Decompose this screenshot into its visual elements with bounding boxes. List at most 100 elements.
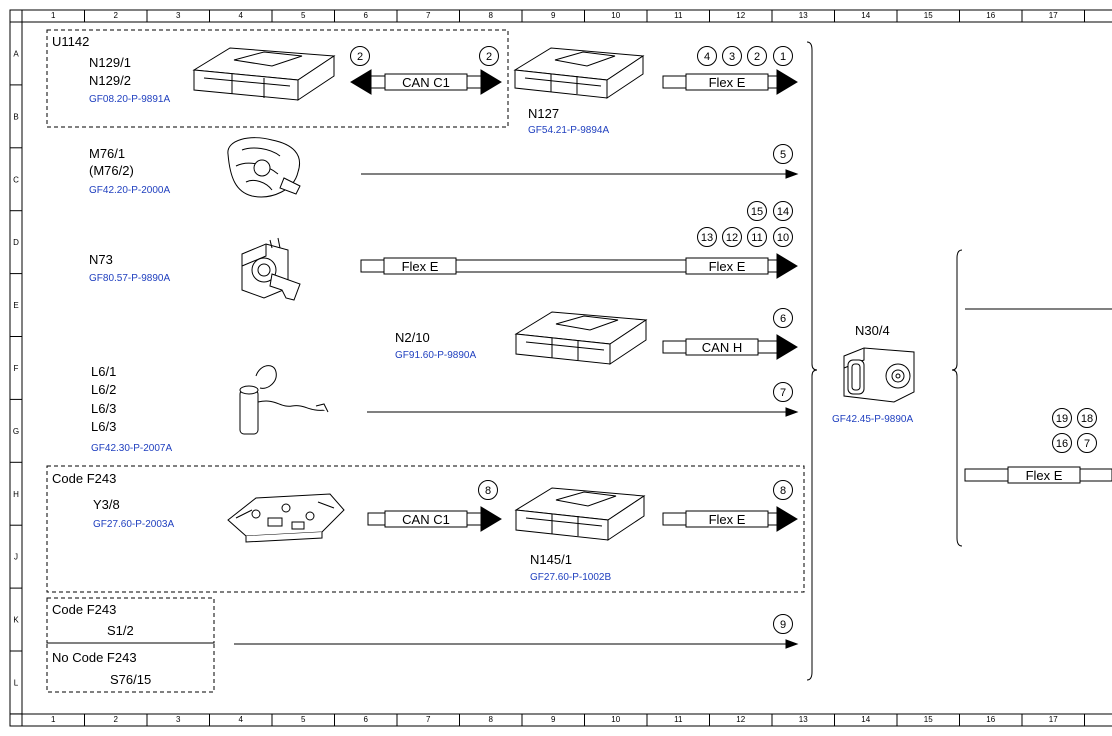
- signal-number-circle: [1052, 433, 1072, 453]
- arrowhead: [785, 407, 799, 417]
- component-name: N129/1: [89, 55, 131, 70]
- signal-number: 12: [726, 232, 738, 244]
- signal-number-circle: [479, 46, 499, 66]
- signal-number: 5: [780, 149, 786, 161]
- grid-row-label: B: [13, 112, 18, 121]
- grid-column-label: 8: [489, 11, 494, 20]
- u1142-label: U1142: [52, 34, 89, 49]
- u1142-box: [46, 29, 509, 128]
- signal-lines: [234, 169, 1112, 649]
- no-code-f243-label: No Code F243: [52, 650, 137, 665]
- bus-label: CAN C1: [402, 75, 450, 90]
- signal-number-circle: [722, 227, 742, 247]
- sensor-illustration-l6: [239, 365, 329, 435]
- grid-row-label: J: [14, 553, 18, 562]
- signal-number: 2: [486, 51, 492, 63]
- grid-column-label: 4: [239, 715, 244, 724]
- signal-number-circle: [697, 227, 717, 247]
- bus-label: Flex E: [709, 259, 746, 274]
- bus-label: Flex E: [709, 75, 746, 90]
- component-name: N145/1: [530, 552, 572, 567]
- signal-number: 16: [1056, 438, 1068, 450]
- grid-column-label: 2: [114, 715, 119, 724]
- signal-number: 8: [485, 485, 491, 497]
- grid-column-label: 11: [674, 11, 683, 20]
- component-n145-1: N145/1 GF27.60-P-1002B: [530, 552, 611, 583]
- ecu-illustration-n145-1: [514, 487, 646, 541]
- signal-number-circle: [1052, 408, 1072, 428]
- component-ref: GF08.20-P-9891A: [89, 94, 170, 105]
- signal-number: 10: [777, 232, 789, 244]
- group-boxes: [46, 29, 805, 693]
- grid-column-label: 9: [551, 11, 556, 20]
- component-n30-4: N30/4 GF42.45-P-9890A: [832, 323, 913, 425]
- valve-body-illustration-y3-8: [227, 493, 345, 543]
- grid-column-label: 6: [364, 715, 369, 724]
- grid-row-label: E: [13, 301, 18, 310]
- signal-number: 3: [729, 51, 735, 63]
- grid-column-label: 16: [986, 715, 995, 724]
- grid-row-label: H: [13, 490, 19, 499]
- grid-row-label: K: [13, 616, 19, 625]
- signal-number: 19: [1056, 413, 1068, 425]
- component-n127: N127 GF54.21-P-9894A: [528, 106, 609, 136]
- component-ref: GF42.20-P-2000A: [89, 185, 170, 196]
- brace-right: [951, 249, 963, 547]
- grid-column-label: 11: [674, 715, 683, 724]
- signal-number-circle: [350, 46, 370, 66]
- grid-column-label: 17: [1049, 715, 1058, 724]
- component-ref: GF91.60-P-9890A: [395, 350, 476, 361]
- brace-left: [806, 41, 818, 681]
- grid-row-label: D: [13, 238, 19, 247]
- signal-number: 6: [780, 313, 786, 325]
- bus-label: Flex E: [402, 259, 439, 274]
- grid-row-label: G: [13, 427, 19, 436]
- signal-number-circle: [773, 480, 793, 500]
- grid-column-label: 3: [176, 11, 181, 20]
- grid-column-label: 13: [799, 11, 808, 20]
- grid-column-label: 2: [114, 11, 119, 20]
- component-name: N30/4: [855, 323, 890, 338]
- grid-column-label: 13: [799, 715, 808, 724]
- signal-number-circle: [773, 614, 793, 634]
- grid-column-label: 7: [426, 11, 431, 20]
- bus-can-c1-h: [367, 506, 502, 532]
- ecu-illustration-n127: [513, 47, 645, 99]
- grid-column-label: 4: [239, 11, 244, 20]
- ignition-switch-illustration-n73: [241, 237, 301, 301]
- component-l6: L6/1 L6/2 L6/3 L6/3 GF42.30-P-2007A: [91, 364, 172, 454]
- component-m76: M76/1 (M76/2) GF42.20-P-2000A: [89, 146, 170, 196]
- component-name: Y3/8: [93, 497, 120, 512]
- component-name: N127: [528, 106, 559, 121]
- grid-column-label: 10: [611, 11, 620, 20]
- bus-flex-e-d: [360, 253, 798, 279]
- module-illustration-n30-4: [843, 347, 915, 403]
- signal-number: 14: [777, 206, 789, 218]
- signal-number-circle: [773, 144, 793, 164]
- signal-number-circle: [773, 227, 793, 247]
- bus-arrows: [350, 69, 1112, 532]
- grid-row-label: C: [13, 175, 19, 184]
- component-name: N129/2: [89, 73, 131, 88]
- signal-number-circle: [722, 46, 742, 66]
- grid-column-label: 17: [1049, 11, 1058, 20]
- ecu-illustration-n2-10: [514, 311, 648, 365]
- grid-column-label: 12: [736, 715, 745, 724]
- component-ref: GF54.21-P-9894A: [528, 125, 609, 136]
- component-n129: N129/1 N129/2 GF08.20-P-9891A: [89, 55, 170, 105]
- signal-number-circle: [773, 46, 793, 66]
- grid-column-label: 5: [301, 11, 306, 20]
- component-name: L6/3: [91, 419, 116, 434]
- component-ref: GF42.30-P-2007A: [91, 443, 172, 454]
- grid-column-label: 3: [176, 715, 181, 724]
- signal-number: 18: [1081, 413, 1093, 425]
- bus-label: Flex E: [1026, 468, 1063, 483]
- grid-column-label: 1: [51, 715, 56, 724]
- arrowhead: [785, 169, 799, 179]
- signal-number-circle: [747, 201, 767, 221]
- signal-number: 11: [751, 232, 762, 244]
- signal-number-circle: [697, 46, 717, 66]
- code-f243-label: Code F243: [52, 471, 116, 486]
- component-s76-15: S76/15: [110, 672, 151, 687]
- grid-column-label: 15: [924, 11, 933, 20]
